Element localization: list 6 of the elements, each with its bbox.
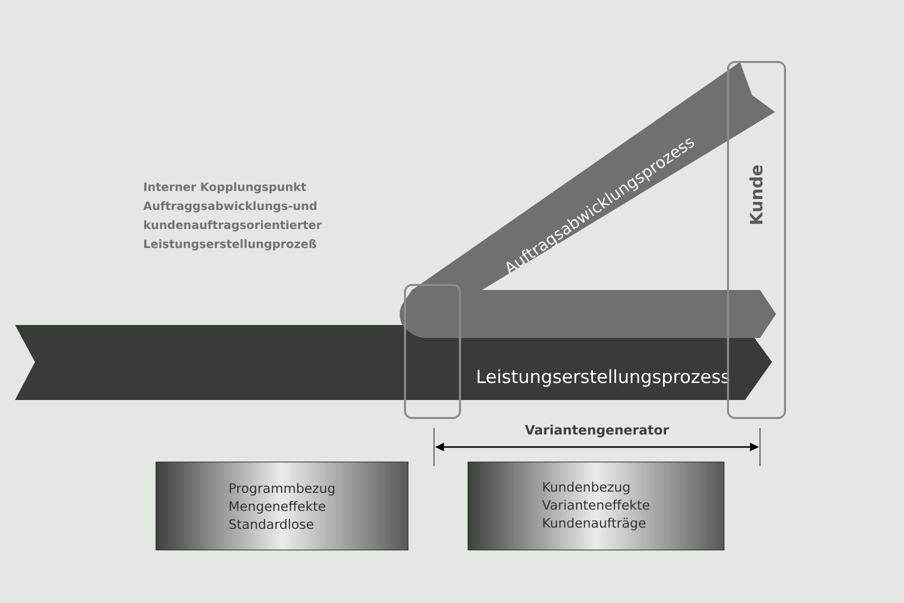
info-box: Programmbezug Mengeneffekte Standardlose [156,462,408,550]
coupling-point-frame [404,284,461,419]
customer-frame: Kunde [727,61,786,419]
info-box: Kundenbezug Varianteneffekte Kundenaufträge [468,462,724,550]
coupling-point-note: Interner Kopplungspunkt Auftraggsabwicklungs-und kundenauftragsorientierter Leistungserstellungprozeß [143,182,322,250]
dimension-label: Variantengenerator [524,424,670,438]
